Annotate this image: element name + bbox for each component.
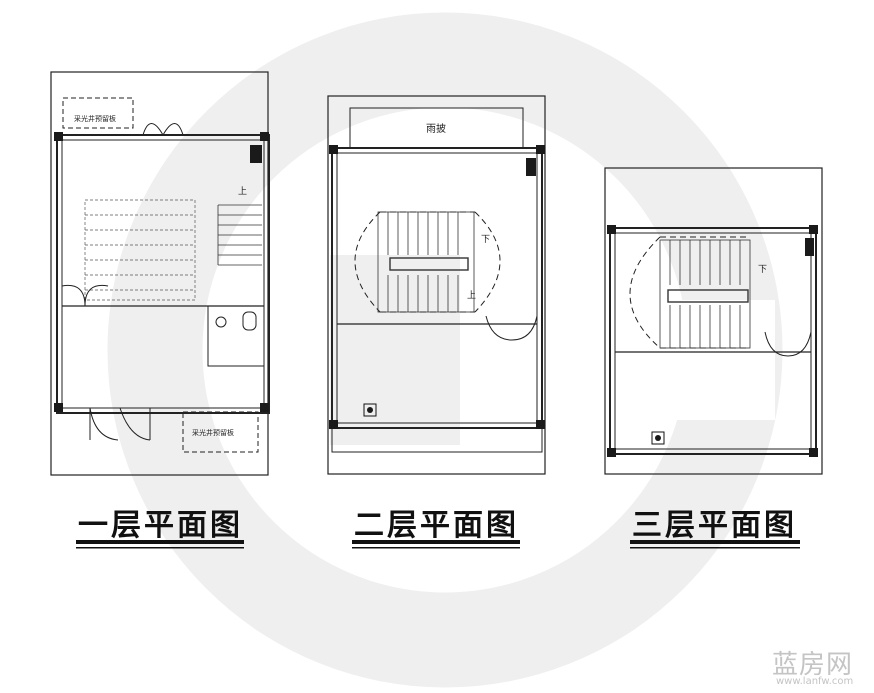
first-floor-plan [50,71,270,476]
stair-up-label-1f: 上 [238,187,248,197]
stair-down-label-2f: 下 [481,235,491,245]
third-floor-plan [604,167,823,475]
first-floor-title: 一层平面图 [78,508,243,543]
watermark-url: www.lanfw.com [776,676,854,687]
third-floor-title: 三层平面图 [632,508,797,543]
canopy-label: 雨披 [426,124,446,135]
light-well-label-bottom: 采光井预留板 [192,429,234,437]
light-well-label-top: 采光井预留板 [74,115,116,123]
watermark-name: 蓝房网 [772,650,854,680]
second-floor-plan [327,95,546,475]
stair-up-label-2f: 上 [467,291,477,301]
second-floor-title: 二层平面图 [354,508,519,543]
stair-down-label-3f: 下 [758,265,768,275]
title-underlines [76,540,800,549]
